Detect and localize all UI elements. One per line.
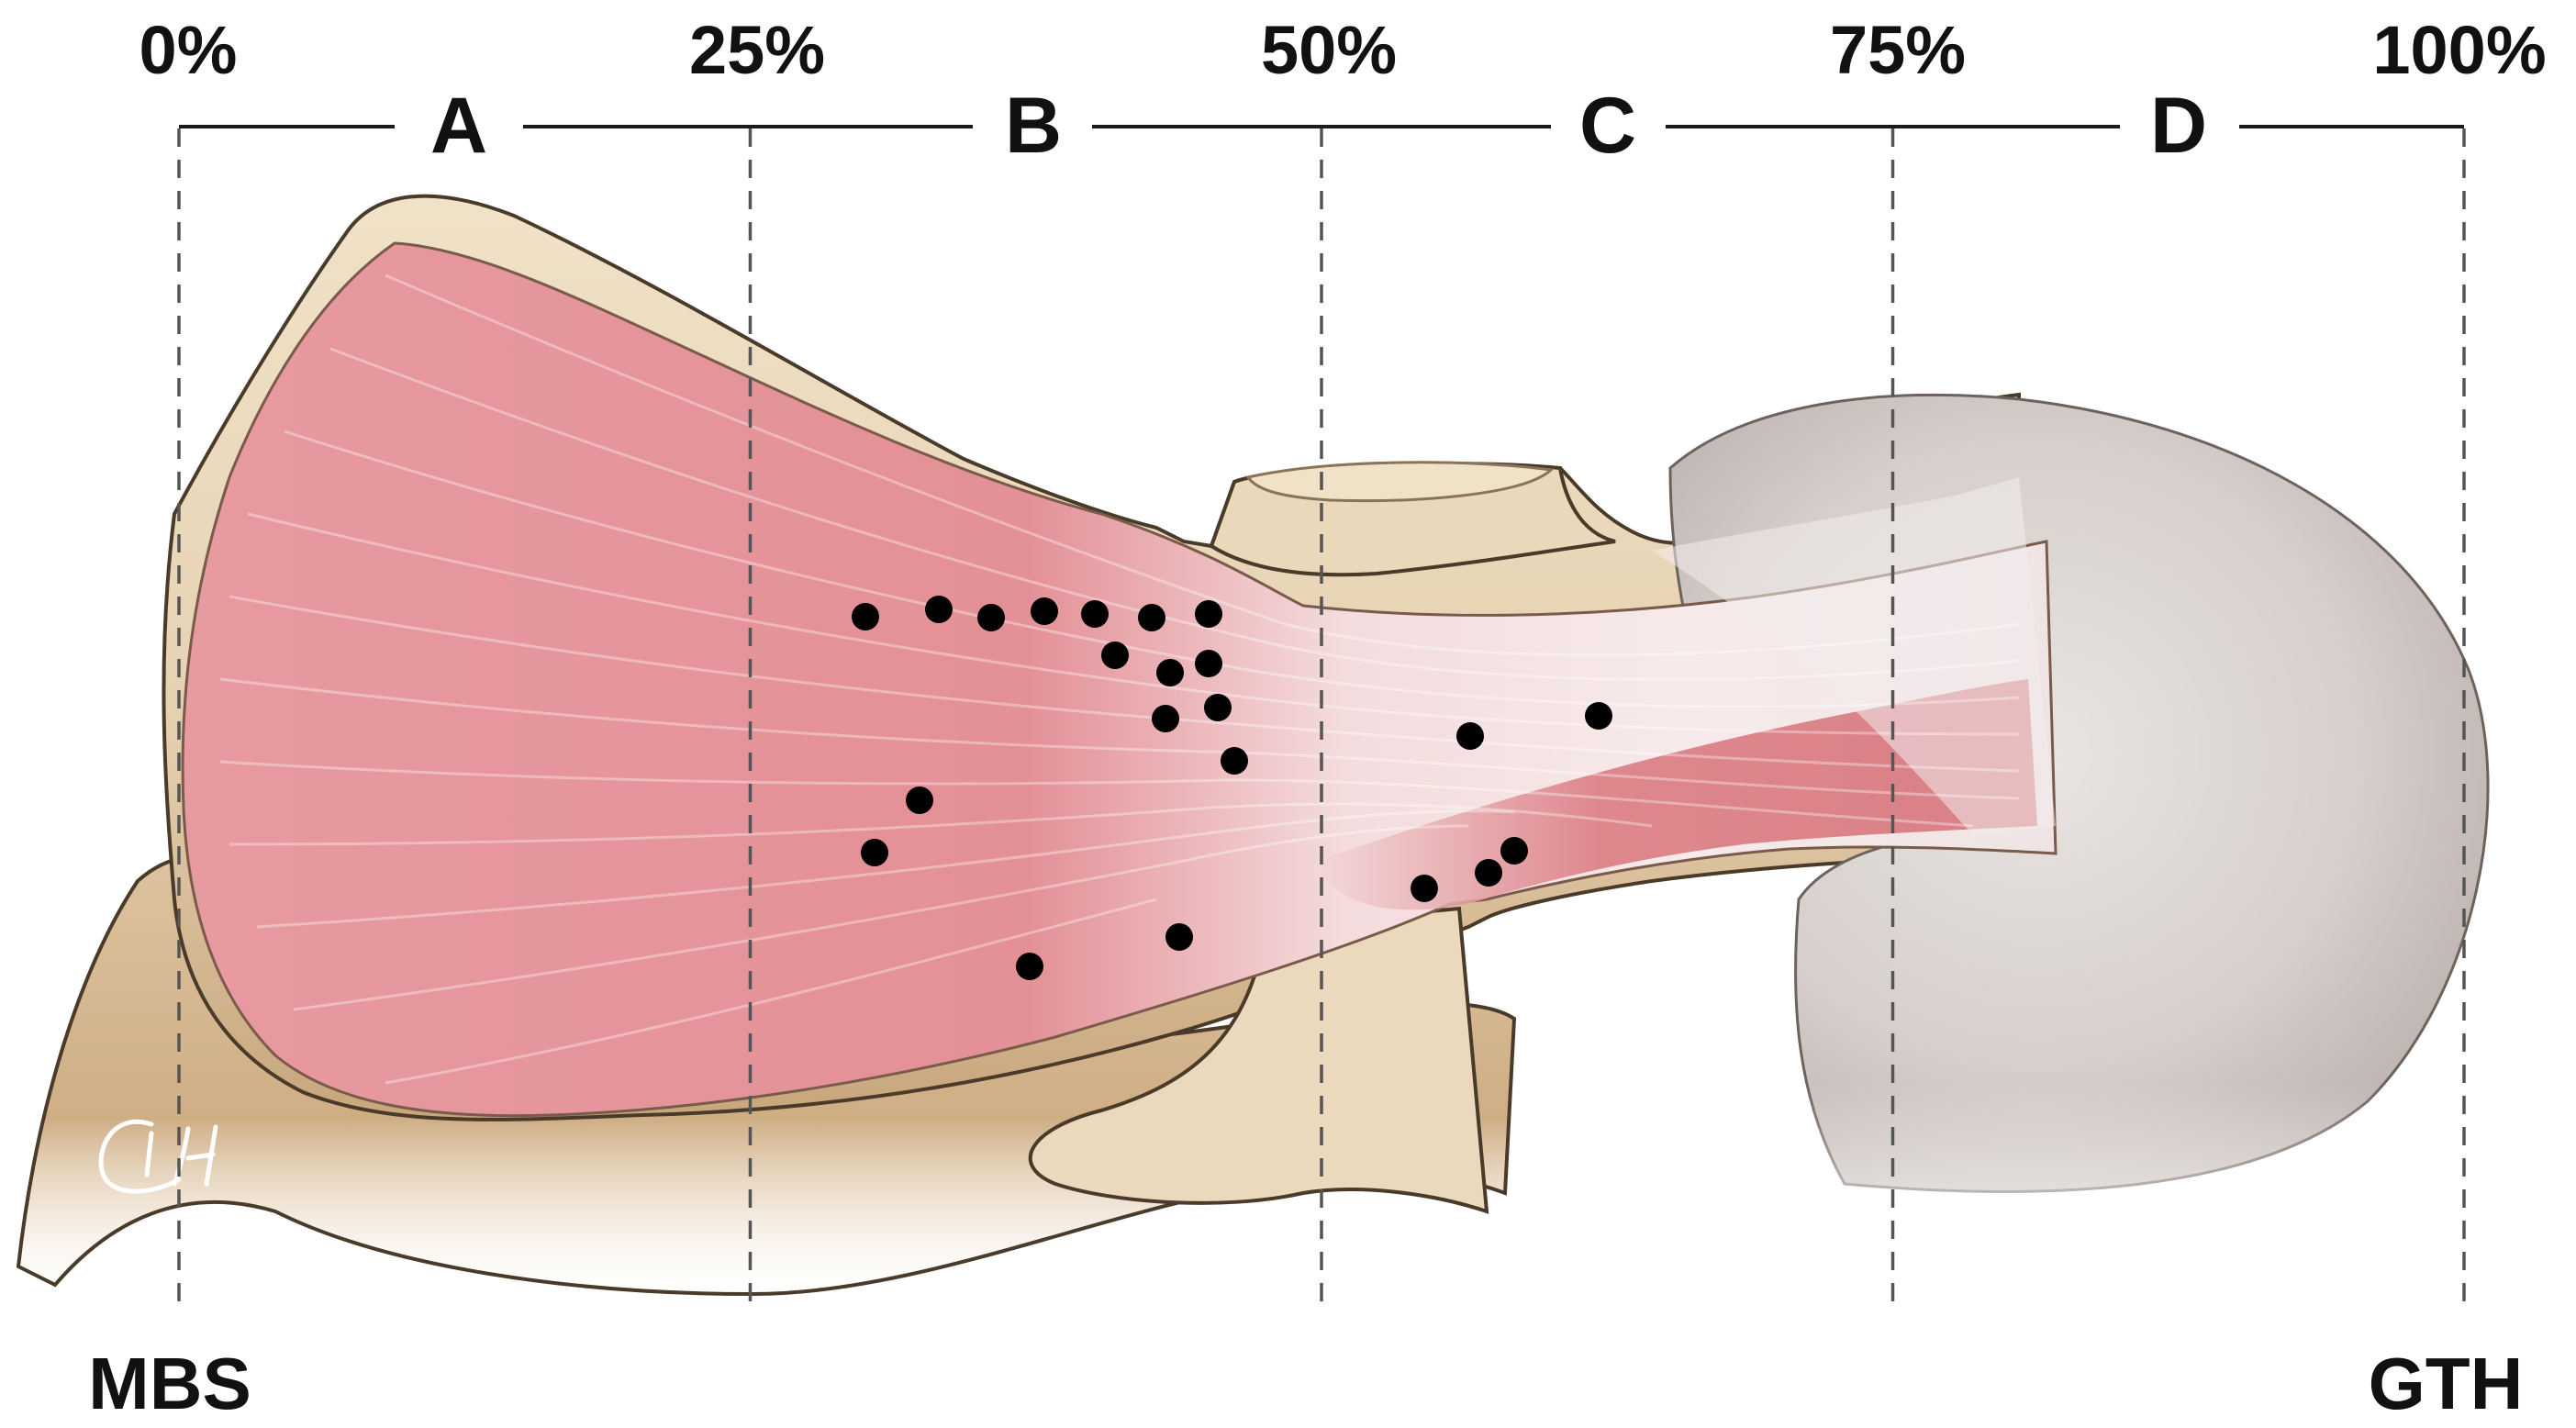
tick-label-75: 75% [1830, 12, 1966, 88]
measurement-point [1016, 953, 1043, 980]
head-fade [1780, 1083, 2496, 1266]
measurement-point [977, 604, 1005, 631]
measurement-point [906, 787, 933, 814]
lower-muscle-band [1312, 679, 2037, 910]
measurement-point [1156, 659, 1184, 686]
measurement-points [852, 596, 1612, 980]
supraspinatus-muscle [181, 241, 2057, 1118]
muscle-fibers [219, 273, 2020, 1085]
spine-cancellous-bone [1245, 461, 1555, 503]
measurement-point [852, 603, 879, 630]
endpoint-label-gth: GTH [2369, 1343, 2524, 1424]
guide-lines [177, 128, 2466, 1303]
measurement-point [1081, 600, 1109, 628]
measurement-point [1475, 859, 1502, 887]
spine-cut-edge [1028, 906, 1489, 1214]
measurement-point [1204, 694, 1232, 721]
zone-label-b: B [1005, 82, 1062, 170]
artist-signature [98, 1120, 218, 1194]
measurement-point [1585, 702, 1612, 730]
measurement-point [1411, 875, 1438, 902]
endpoint-label-mbs: MBS [88, 1343, 251, 1424]
measurement-point [1165, 923, 1193, 951]
measurement-point [1500, 837, 1528, 865]
measurement-point [1031, 597, 1058, 625]
tick-label-0: 0% [139, 12, 238, 88]
tick-label-25: 25% [689, 12, 825, 88]
measurement-point [925, 596, 953, 623]
zone-label-a: A [430, 82, 487, 170]
tendon-footprint [1652, 477, 2056, 835]
measurement-point [1101, 641, 1129, 669]
tick-label-50: 50% [1261, 12, 1397, 88]
measurement-point [1195, 600, 1222, 628]
measurement-point [1195, 650, 1222, 677]
zone-label-d: D [2150, 82, 2207, 170]
tick-label-100: 100% [2372, 12, 2546, 88]
measurement-point [1138, 604, 1165, 631]
measurement-point [1221, 747, 1248, 775]
measurement-point [861, 839, 888, 866]
zone-label-c: C [1579, 82, 1636, 170]
measurement-point [1456, 722, 1484, 750]
measurement-point [1152, 705, 1179, 732]
